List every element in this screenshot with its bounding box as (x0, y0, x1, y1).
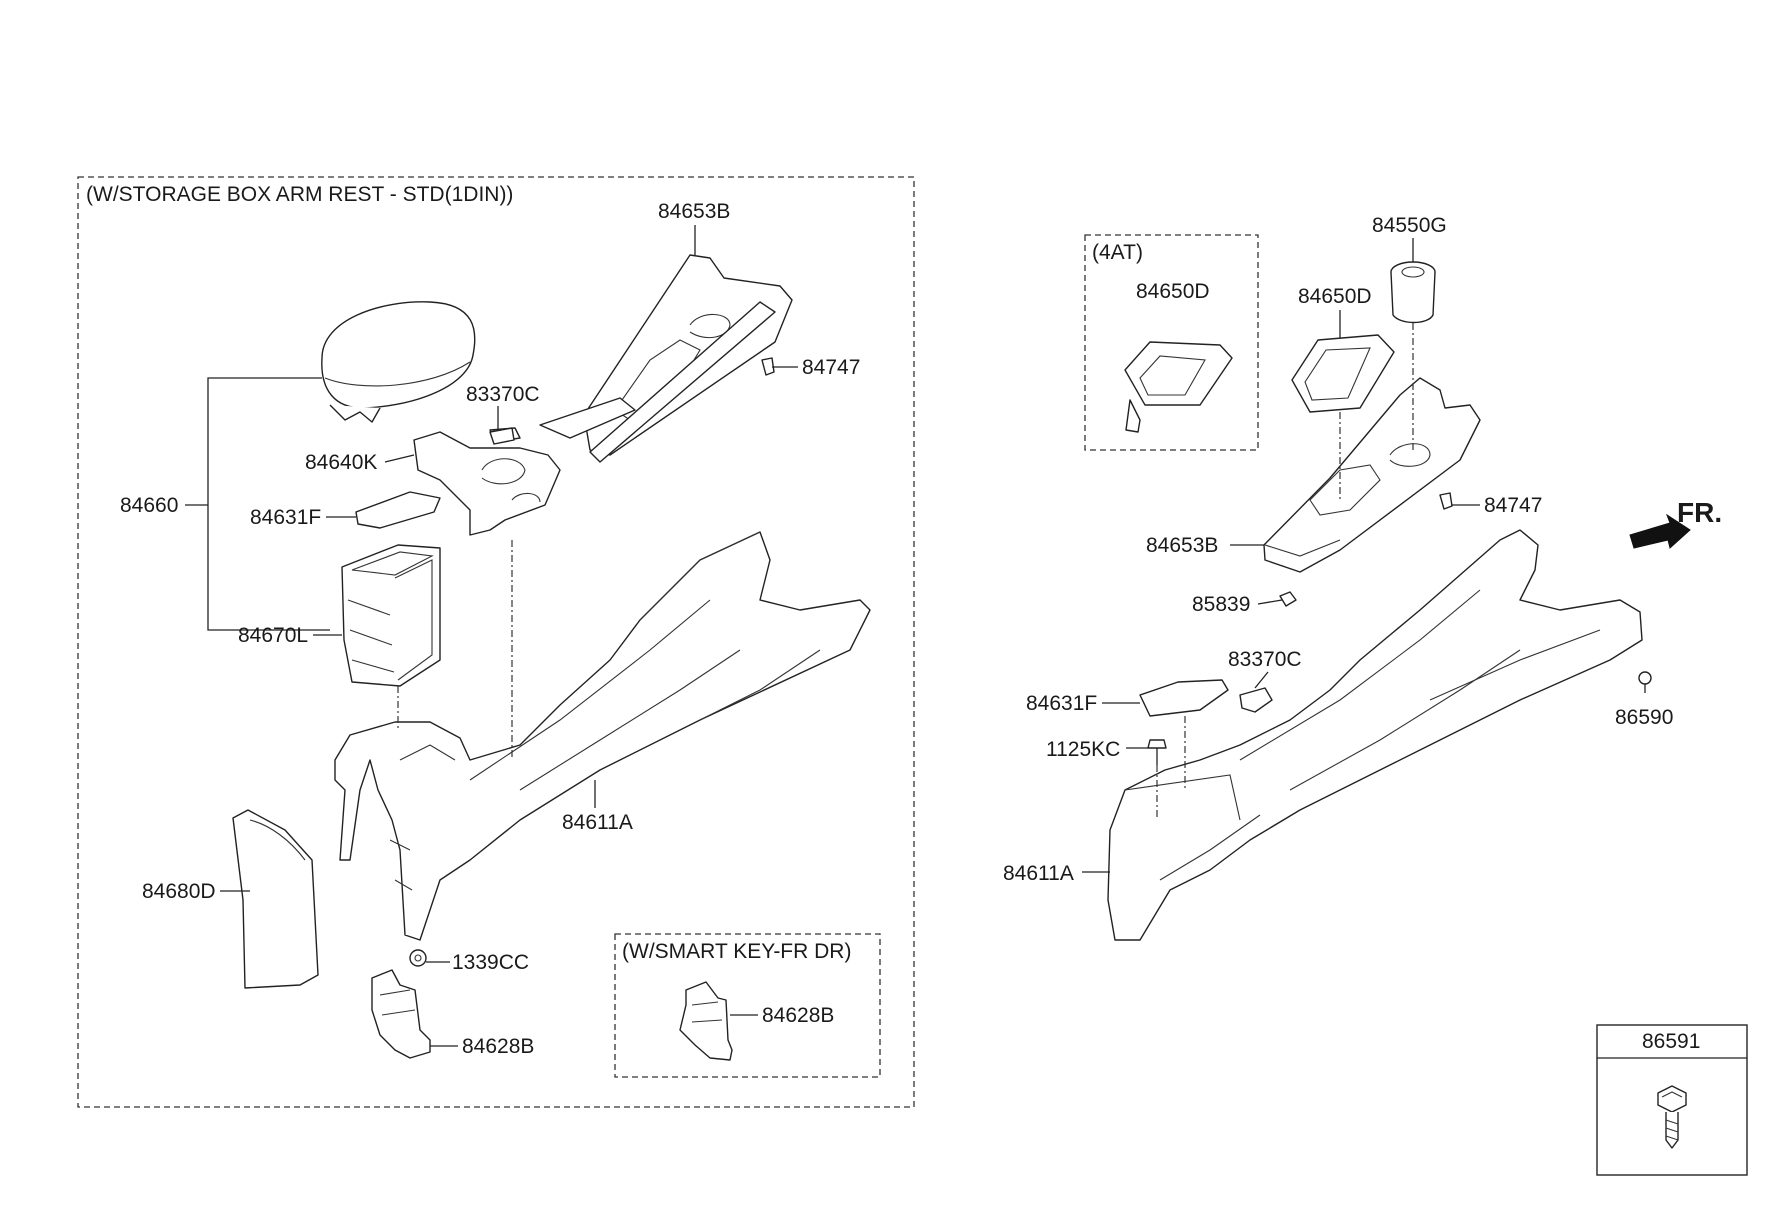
label-84650d-4at: 84650D (1136, 280, 1210, 303)
label-84640k: 84640K (305, 451, 377, 474)
nut-1339cc (409, 949, 427, 967)
label-84550g: 84550G (1372, 214, 1447, 237)
storage-box-group-frame (77, 176, 915, 1108)
bracket-84628b-left (371, 969, 431, 1059)
bolt-86590 (1638, 671, 1652, 693)
4at-group-frame (1084, 234, 1259, 451)
label-1125kc: 1125KC (1046, 738, 1120, 761)
note-storage-box: (W/STORAGE BOX ARM REST - STD(1DIN)) (86, 183, 513, 206)
label-84680d: 84680D (142, 880, 216, 903)
note-smart-key: (W/SMART KEY-FR DR) (622, 940, 851, 963)
label-1339cc: 1339CC (452, 951, 529, 974)
cup-holder-bracket (413, 427, 561, 536)
storage-box (341, 544, 441, 687)
part-83370c-left (489, 427, 515, 445)
label-84653b-left: 84653B (658, 200, 730, 223)
armrest-cover (321, 301, 476, 423)
clip-84747-right (1439, 492, 1453, 510)
console-mat-right (1139, 679, 1229, 717)
shift-indicator-4at (1124, 341, 1233, 433)
label-84650d-right: 84650D (1298, 285, 1372, 308)
rear-panel (232, 809, 319, 989)
label-86590: 86590 (1615, 706, 1673, 729)
label-84747-left: 84747 (802, 356, 860, 379)
label-83370c-right: 83370C (1228, 648, 1302, 671)
label-84747-right: 84747 (1484, 494, 1542, 517)
console-upper-tray-right (1263, 377, 1481, 573)
shift-knob-84550g (1390, 261, 1436, 324)
main-console-right (1107, 529, 1643, 941)
label-85839: 85839 (1192, 593, 1250, 616)
label-84631f-right: 84631F (1026, 692, 1097, 715)
label-84628b-left: 84628B (462, 1035, 534, 1058)
smart-key-group-frame (614, 933, 881, 1078)
direction-arrow-icon (1629, 513, 1691, 549)
label-84611a-right: 84611A (1003, 862, 1074, 885)
bolt-1125kc (1147, 739, 1167, 765)
bolt-icon (1657, 1085, 1687, 1149)
label-84611a-left: 84611A (562, 811, 633, 834)
direction-label: FR. (1677, 497, 1722, 528)
label-83370c-left: 83370C (466, 383, 540, 406)
main-console-left (334, 531, 871, 941)
label-84660: 84660 (120, 494, 178, 517)
clip-84747-left (761, 357, 775, 376)
label-84628b-smart-key: 84628B (762, 1004, 834, 1027)
shift-indicator-right (1291, 334, 1395, 413)
note-4at: (4AT) (1092, 241, 1143, 264)
label-84631f-left: 84631F (250, 506, 321, 529)
part-85839 (1279, 591, 1297, 607)
part-83370c-right (1239, 687, 1273, 713)
console-upper-tray-left (539, 254, 793, 463)
label-84653b-right: 84653B (1146, 534, 1218, 557)
label-86591: 86591 (1642, 1030, 1700, 1053)
label-84670l: 84670L (238, 624, 308, 647)
bracket-84628b-smart-key (679, 981, 733, 1061)
console-mat-left (355, 491, 441, 529)
